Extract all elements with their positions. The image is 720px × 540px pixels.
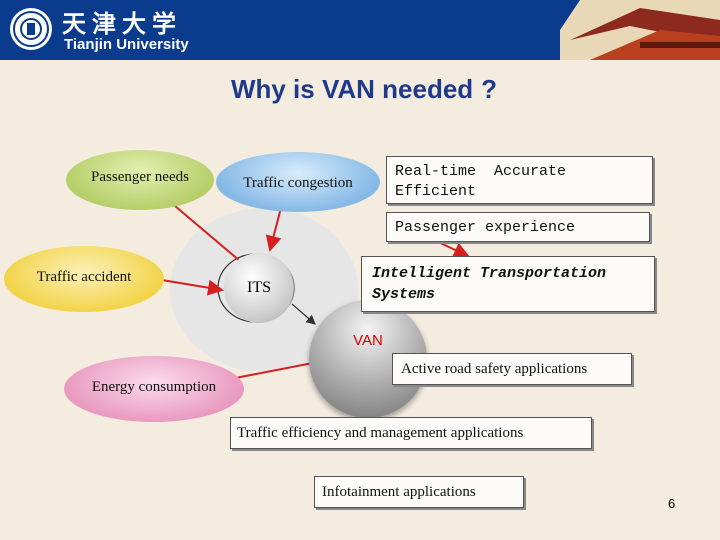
realtime-line-1: Real-time Accurate [395,163,567,180]
passenger-experience-label: Passenger experience [395,219,576,236]
energy-consumption-node: Energy consumption [64,356,244,422]
its-node: ITS [224,253,294,323]
traffic-efficiency-box: Traffic efficiency and management applic… [230,417,592,449]
its-label: ITS [247,279,271,296]
active-safety-label: Active road safety applications [401,361,588,377]
page-number: 6 [668,496,676,511]
energy-consumption-label: Energy consumption [91,378,217,395]
traffic-accident-node: Traffic accident [4,246,164,312]
traffic-congestion-node: Traffic congestion [216,152,380,212]
traffic-efficiency-label: Traffic efficiency and management applic… [237,425,524,441]
arrow-its-to-van [291,303,316,325]
slide-title: Why is VAN needed? [0,74,720,105]
infotainment-box: Infotainment applications [314,476,524,508]
arrow-experience-to-its [433,239,470,258]
traffic-accident-label: Traffic accident [36,268,132,285]
infotainment-label: Infotainment applications [322,484,476,500]
realtime-line-2: Efficient [395,183,477,200]
its-full-line-1: Intelligent Transportation [372,265,607,282]
active-safety-box: Active road safety applications [392,353,632,385]
passenger-needs-label: Passenger needs [91,168,189,185]
passenger-needs-node: Passenger needs [66,150,214,210]
header-bar: 天津大学 Tianjin University [0,0,720,60]
university-name-en: Tianjin University [64,36,189,53]
university-name-cn: 天津大学 [62,9,182,38]
university-seal-icon [10,8,52,50]
arrow-congestion-to-its [265,203,283,252]
traffic-congestion-label: Traffic congestion [243,174,353,191]
slide-title-text: Why is VAN needed [230,74,474,104]
its-full-line-2: Systems [372,286,436,303]
realtime-box: Real-time Accurate Efficient [386,156,653,204]
building-photo [520,0,720,60]
passenger-experience-box: Passenger experience [386,212,650,242]
van-label: VAN [353,332,383,349]
slide-title-mark: ? [481,74,498,104]
its-full-name-box: Intelligent Transportation Systems [361,256,655,312]
